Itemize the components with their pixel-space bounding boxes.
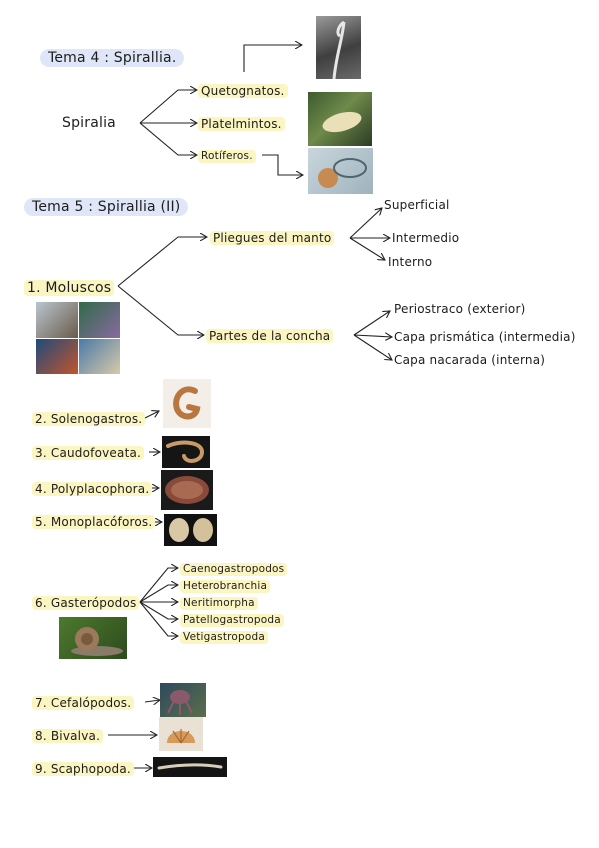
concha-periostraco: Periostraco (exterior): [394, 302, 526, 316]
spiralia-root: Spiralia: [62, 115, 116, 131]
gasteropodos-label: 6. Gasterópodos: [32, 596, 140, 610]
concha-label: Partes de la concha: [206, 329, 334, 343]
moluscos-label: 1. Moluscos: [24, 280, 115, 296]
mollusc-photo-shell: [36, 302, 78, 338]
pliegue-superficial: Superficial: [384, 198, 450, 212]
pliegue-interno: Interno: [388, 255, 433, 269]
chiton-photo: [161, 470, 213, 510]
gast-patellogastropoda: Patellogastropoda: [180, 614, 284, 627]
class-scaphopoda: 9. Scaphopoda.: [32, 762, 134, 776]
solenogaster-photo: [163, 379, 211, 428]
molluscs-photo-grid: [36, 302, 120, 374]
branch-rotiferos: Rotíferos.: [198, 150, 256, 163]
flatworm-photo: [308, 92, 372, 146]
gast-vetigastropoda: Vetigastropoda: [180, 631, 269, 644]
branch-platelmintos: Platelmintos.: [198, 117, 285, 131]
pliegues-label: Pliegues del manto: [210, 231, 335, 245]
class-cefalopodos: 7. Cefalópodos.: [32, 696, 135, 710]
gast-heterobranchia: Heterobranchia: [180, 580, 271, 593]
snail-photo: [59, 617, 127, 659]
mollusc-photo-octopus: [36, 338, 78, 374]
class-bivalva: 8. Bivalva.: [32, 729, 104, 743]
concha-prismatica: Capa prismática (intermedia): [394, 330, 576, 344]
scaphopod-photo: [153, 757, 227, 777]
monoplacophora-photo: [164, 514, 217, 546]
class-monoplacoforos: 5. Monoplacóforos.: [32, 515, 156, 529]
class-solenogastros: 2. Solenogastros.: [32, 412, 146, 426]
class-polyplacophora: 4. Polyplacophora.: [32, 482, 153, 496]
gast-caenogastropodos: Caenogastropodos: [180, 563, 288, 576]
gast-neritimorpha: Neritimorpha: [180, 597, 258, 610]
mollusc-photo-nudibranch: [78, 302, 120, 338]
tema4-title: Tema 4 : Spirallia.: [40, 49, 185, 67]
mollusc-photo-nautilus: [78, 338, 120, 374]
caudofoveata-photo: [162, 436, 210, 468]
class-caudofoveata: 3. Caudofoveata.: [32, 446, 145, 460]
bivalve-photo: [159, 717, 203, 751]
concha-nacarada: Capa nacarada (interna): [394, 353, 546, 367]
rotifer-photo: [308, 148, 373, 194]
cephalopod-photo: [160, 683, 206, 717]
branch-quetognatos: Quetognatos.: [198, 84, 288, 98]
tema5-title: Tema 5 : Spirallia (II): [24, 198, 189, 216]
pliegue-intermedio: Intermedio: [392, 231, 460, 245]
chaetognath-photo: [316, 16, 361, 79]
